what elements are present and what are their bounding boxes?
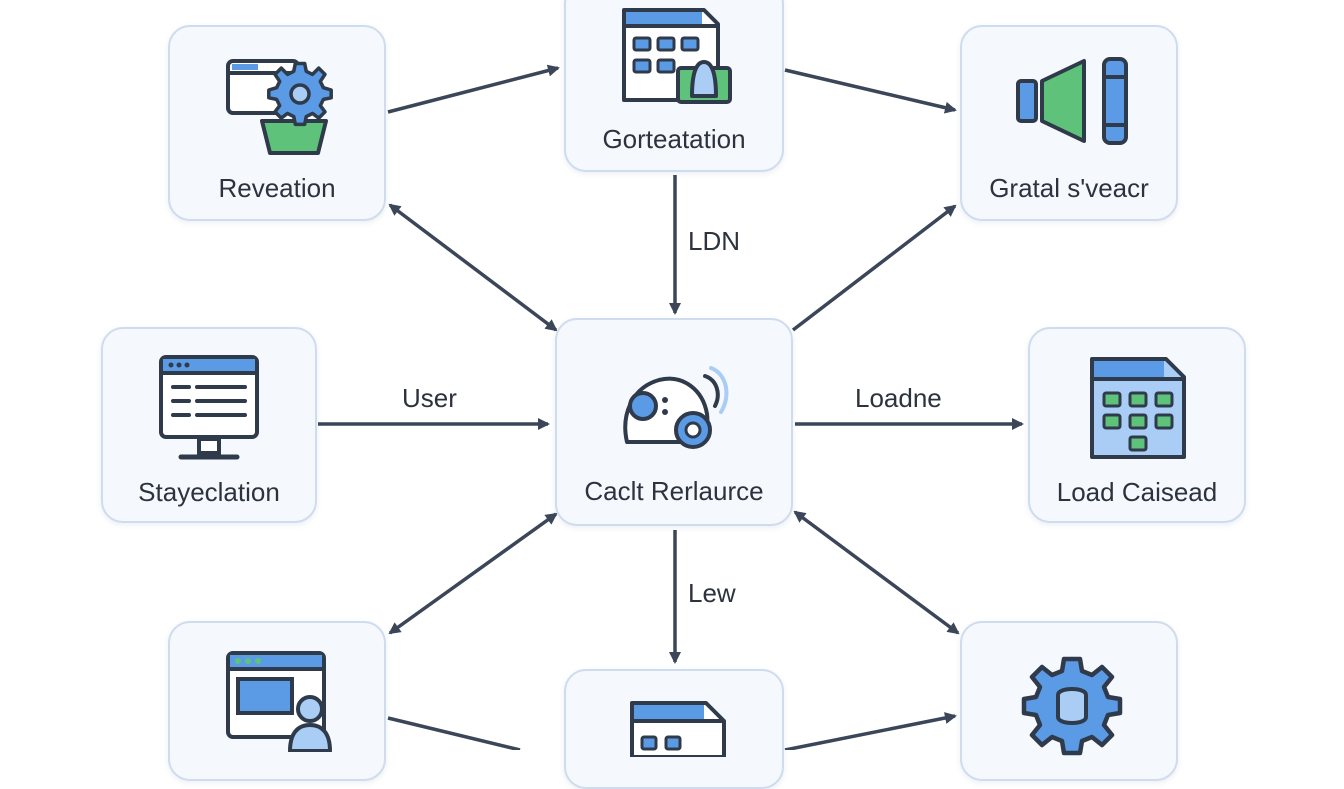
node-gratal[interactable]: Gratal s'veacr	[960, 25, 1178, 221]
node-label-gratal: Gratal s'veacr	[989, 173, 1149, 203]
edge-gorteatation-to-gratal	[784, 68, 957, 114]
edge-bottom-to-bottom-right	[784, 712, 957, 750]
node-label-reveation: Reveation	[218, 173, 336, 203]
grid-document-icon	[630, 701, 726, 757]
edge-reveation-to-gorteatation	[387, 64, 560, 114]
node-label-gorteatation: Gorteatation	[602, 124, 746, 154]
node-gorteatation[interactable]: Gorteatation	[564, 0, 784, 172]
edge-label-user: User	[402, 383, 457, 413]
gear-icon	[1021, 656, 1123, 756]
edge-label-lew: Lew	[688, 578, 736, 608]
edge-reveation-center-bidirectional	[388, 203, 558, 332]
edge-label-ldn: LDN	[688, 226, 741, 256]
edge-bottom-left-to-bottom-center	[387, 716, 521, 750]
node-bottom-left[interactable]	[168, 621, 386, 781]
window-gear-icon	[226, 59, 333, 155]
speaker-icon	[1016, 57, 1128, 145]
diagram-canvas	[318, 64, 1024, 750]
edge-center-bottom-left-bidirectional	[388, 512, 558, 635]
mouse-gear-icon	[623, 366, 729, 449]
grid-document-icon	[1090, 357, 1186, 459]
node-bottom-center[interactable]	[564, 669, 784, 789]
node-label-load: Load Caisead	[1056, 477, 1218, 507]
browser-user-icon	[226, 651, 332, 752]
dashboard-user-icon	[622, 8, 732, 104]
node-bottom-right[interactable]	[960, 621, 1178, 781]
node-label-stayeclation: Stayeclation	[138, 477, 280, 507]
edge-center-to-gratal	[791, 204, 957, 332]
node-load[interactable]: Load Caisead	[1028, 327, 1246, 523]
edge-center-bottom-right-bidirectional	[793, 510, 960, 635]
node-stayeclation[interactable]: Stayeclation	[101, 327, 317, 523]
edge-label-loadne: Loadne	[855, 383, 942, 413]
node-center[interactable]: Caclt Rerlaurce	[555, 318, 793, 526]
monitor-icon	[159, 355, 259, 460]
node-reveation[interactable]: Reveation	[168, 25, 386, 221]
node-label-center: Caclt Rerlaurce	[584, 476, 764, 506]
